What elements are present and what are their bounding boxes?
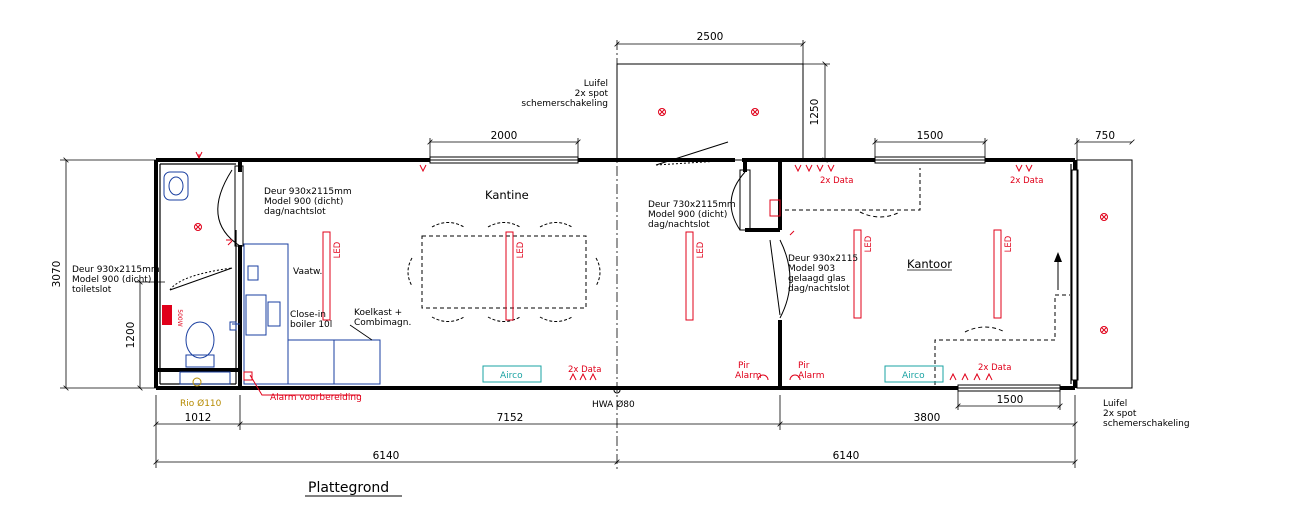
led-label-4: LED (864, 235, 874, 252)
dim-seg2: 7152 (497, 412, 524, 424)
dim-toilet-height: 1200 (125, 322, 137, 349)
kitchen (229, 243, 381, 385)
walls (154, 158, 1077, 390)
dim-bottom-window: 1500 (997, 394, 1024, 406)
spot-lights (194, 108, 1108, 334)
door-office-line3: gelaagd glas (788, 274, 846, 284)
airco-unit-right (884, 365, 944, 383)
label-alarm-voorbereiding: Alarm voorbereiding (270, 393, 362, 403)
led-label-2: LED (516, 241, 526, 258)
kantine-table (407, 222, 601, 322)
dim-seg3: 3800 (914, 412, 941, 424)
label-vaatw: Vaatw. (293, 267, 322, 277)
door-toilet-line2: Model 900 (dicht) (72, 275, 151, 285)
label-airco-left: Airco (500, 371, 523, 381)
rio-pipe (192, 377, 202, 387)
room-kantoor: Kantoor (907, 257, 952, 271)
dim-canopy-width: 2500 (697, 31, 724, 43)
luifel-top-line2: 2x spot (575, 89, 609, 99)
windows (429, 156, 1079, 392)
label-rio: Rio Ø110 (180, 398, 222, 409)
door-toilet-line3: toiletslot (72, 285, 112, 295)
door-office-line1: Deur 930x2115 (788, 254, 858, 264)
plan-title: Plattegrond (308, 480, 389, 496)
dim-right-canopy: 750 (1095, 130, 1115, 142)
heater-label: 500W (176, 309, 183, 326)
label-pir-left-line2: Alarm (735, 371, 761, 381)
alarm-leader (249, 374, 360, 396)
door-office-line4: dag/nachtslot (788, 284, 850, 294)
airco-unit-left (482, 365, 542, 383)
label-pir-left-line1: Pir (738, 361, 750, 371)
dim-height-total: 3070 (51, 261, 63, 288)
dim-canopy-depth: 1250 (809, 99, 821, 126)
room-kantine: Kantine (485, 188, 529, 202)
dim-half-right: 6140 (833, 450, 860, 462)
label-boiler-line2: boiler 10l (290, 320, 332, 330)
door-mid-line3: dag/nachtslot (648, 220, 710, 230)
door-mid-line1: Deur 730x2115mm (648, 200, 736, 210)
label-koelkast-line2: Combimagn. (354, 318, 411, 328)
label-koelkast-line1: Koelkast + (354, 308, 402, 318)
heater (162, 305, 172, 325)
label-data-office-top-right: 2x Data (1010, 176, 1043, 186)
door-front-line3: dag/nachtslot (264, 207, 326, 217)
canopy-right (1076, 159, 1133, 389)
door-office-line2: Model 903 (788, 264, 835, 274)
label-data-office-bottom: 2x Data (978, 363, 1011, 373)
label-pir-right-line2: Alarm (798, 371, 824, 381)
label-pir-right-line1: Pir (798, 361, 810, 371)
dim-kantine-window: 2000 (491, 130, 518, 142)
luifel-right-line2: 2x spot (1103, 409, 1137, 419)
led-label-1: LED (333, 241, 343, 258)
label-data-office-top-left: 2x Data (820, 176, 853, 186)
office-arrow-head (1054, 252, 1062, 262)
hwa-pipe (613, 386, 621, 394)
luifel-top-line1: Luifel (584, 79, 608, 89)
dim-kantoor-window: 1500 (917, 130, 944, 142)
office-desk (785, 168, 1070, 385)
meter-box (769, 199, 781, 217)
door-mid-line2: Model 900 (dicht) (648, 210, 727, 220)
luifel-right-line1: Luifel (1103, 399, 1127, 409)
toilet-fixtures (163, 171, 231, 385)
label-hwa: HWA Ø80 (592, 399, 635, 410)
led-label-3: LED (696, 241, 706, 258)
door-toilet-line1: Deur 930x2115mm (72, 265, 160, 275)
luifel-top-line3: schemerschakeling (521, 99, 608, 109)
led-strips (322, 229, 1002, 321)
luifel-right-line3: schemerschakeling (1103, 419, 1190, 429)
label-data-kantine: 2x Data (568, 365, 601, 375)
dim-half-left: 6140 (373, 450, 400, 462)
led-label-5: LED (1004, 235, 1014, 252)
label-boiler-line1: Close-in (290, 310, 326, 320)
door-swings (169, 141, 791, 319)
label-airco-right: Airco (902, 371, 925, 381)
door-front-line2: Model 900 (dicht) (264, 197, 343, 207)
outlets (195, 151, 1033, 381)
dim-seg1: 1012 (185, 412, 212, 424)
dimension-lines (60, 40, 1135, 468)
door-front-line1: Deur 930x2115mm (264, 187, 352, 197)
canopy-top (616, 63, 804, 161)
